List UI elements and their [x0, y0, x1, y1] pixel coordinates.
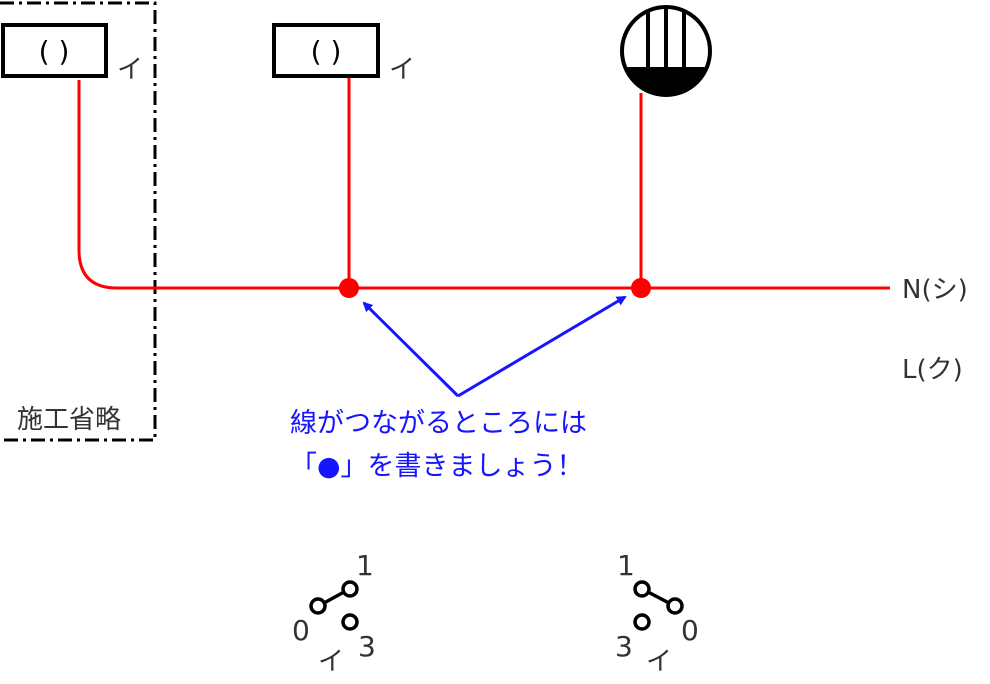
switch-terminal-1: 1 [617, 549, 635, 582]
annotation-text-line1: 線がつながるところには [290, 408, 587, 439]
switch-label: イ [318, 647, 344, 677]
switch-terminal-3: 3 [615, 630, 633, 663]
junction-dot [631, 278, 651, 298]
fixture-bracket-text: ( ) [311, 35, 342, 68]
switch-terminal-1: 1 [356, 549, 374, 582]
switch-terminal-0: 0 [292, 614, 310, 647]
omitted-area-border [0, 1, 157, 442]
switch-terminal-0: 0 [681, 614, 699, 647]
omitted-area-label: 施工省略 [17, 405, 121, 435]
annotation-arrow-left [362, 301, 460, 398]
three-way-switch-left: 1 0 3 イ [292, 549, 376, 677]
three-way-switch-right: 1 0 3 イ [615, 549, 699, 677]
switch-terminal-3: 3 [358, 630, 376, 663]
annotation-text-line2: 「●」を書きましょう！ [290, 451, 584, 482]
fixture-bracket-text: ( ) [39, 35, 70, 68]
fixture-label: イ [117, 55, 143, 85]
junction-dot [339, 278, 359, 298]
light-fixture-center: ( ) イ [272, 23, 415, 85]
outlet-symbol-icon [620, 5, 712, 97]
light-fixture-left: ( ) イ [1, 23, 143, 85]
neutral-wire-label: N(シ) [902, 275, 968, 305]
fixture-label: イ [389, 55, 415, 85]
switch-label: イ [646, 647, 672, 677]
live-wire-label: L(ク) [902, 355, 963, 385]
wire-left-fixture [77, 80, 890, 290]
annotation-arrow-right [457, 295, 627, 398]
